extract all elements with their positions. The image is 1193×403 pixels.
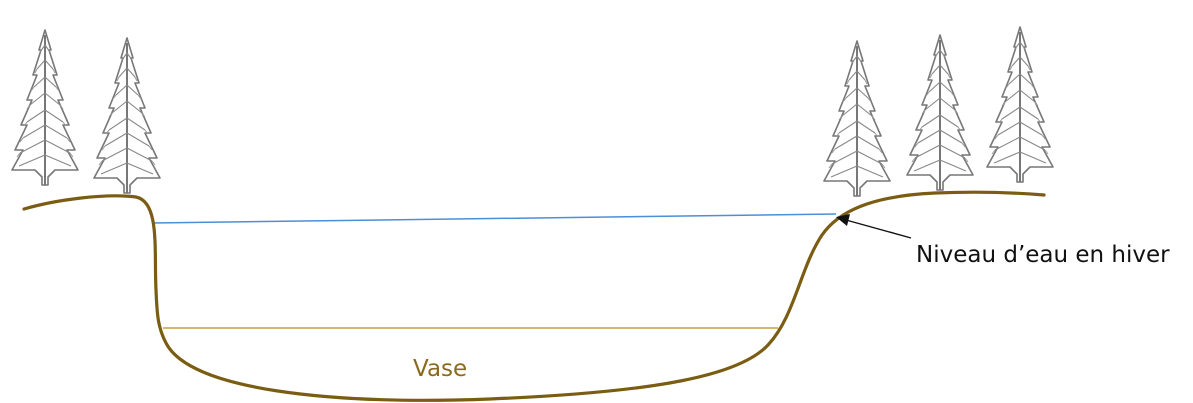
fir-tree-icon	[11, 29, 79, 186]
annotation-arrow-line	[845, 219, 912, 239]
winter-water-level-line	[151, 213, 837, 224]
sludge-label: Vase	[413, 356, 467, 382]
fir-tree-icon	[906, 34, 974, 191]
pond-ground-profile	[22, 190, 1046, 402]
fir-tree-icon	[986, 26, 1054, 183]
winter-water-level-label: Niveau d’eau en hiver	[916, 242, 1170, 268]
fir-tree-icon	[823, 40, 891, 197]
fir-tree-icon	[93, 37, 161, 194]
annotation-arrowhead-icon	[836, 214, 850, 226]
